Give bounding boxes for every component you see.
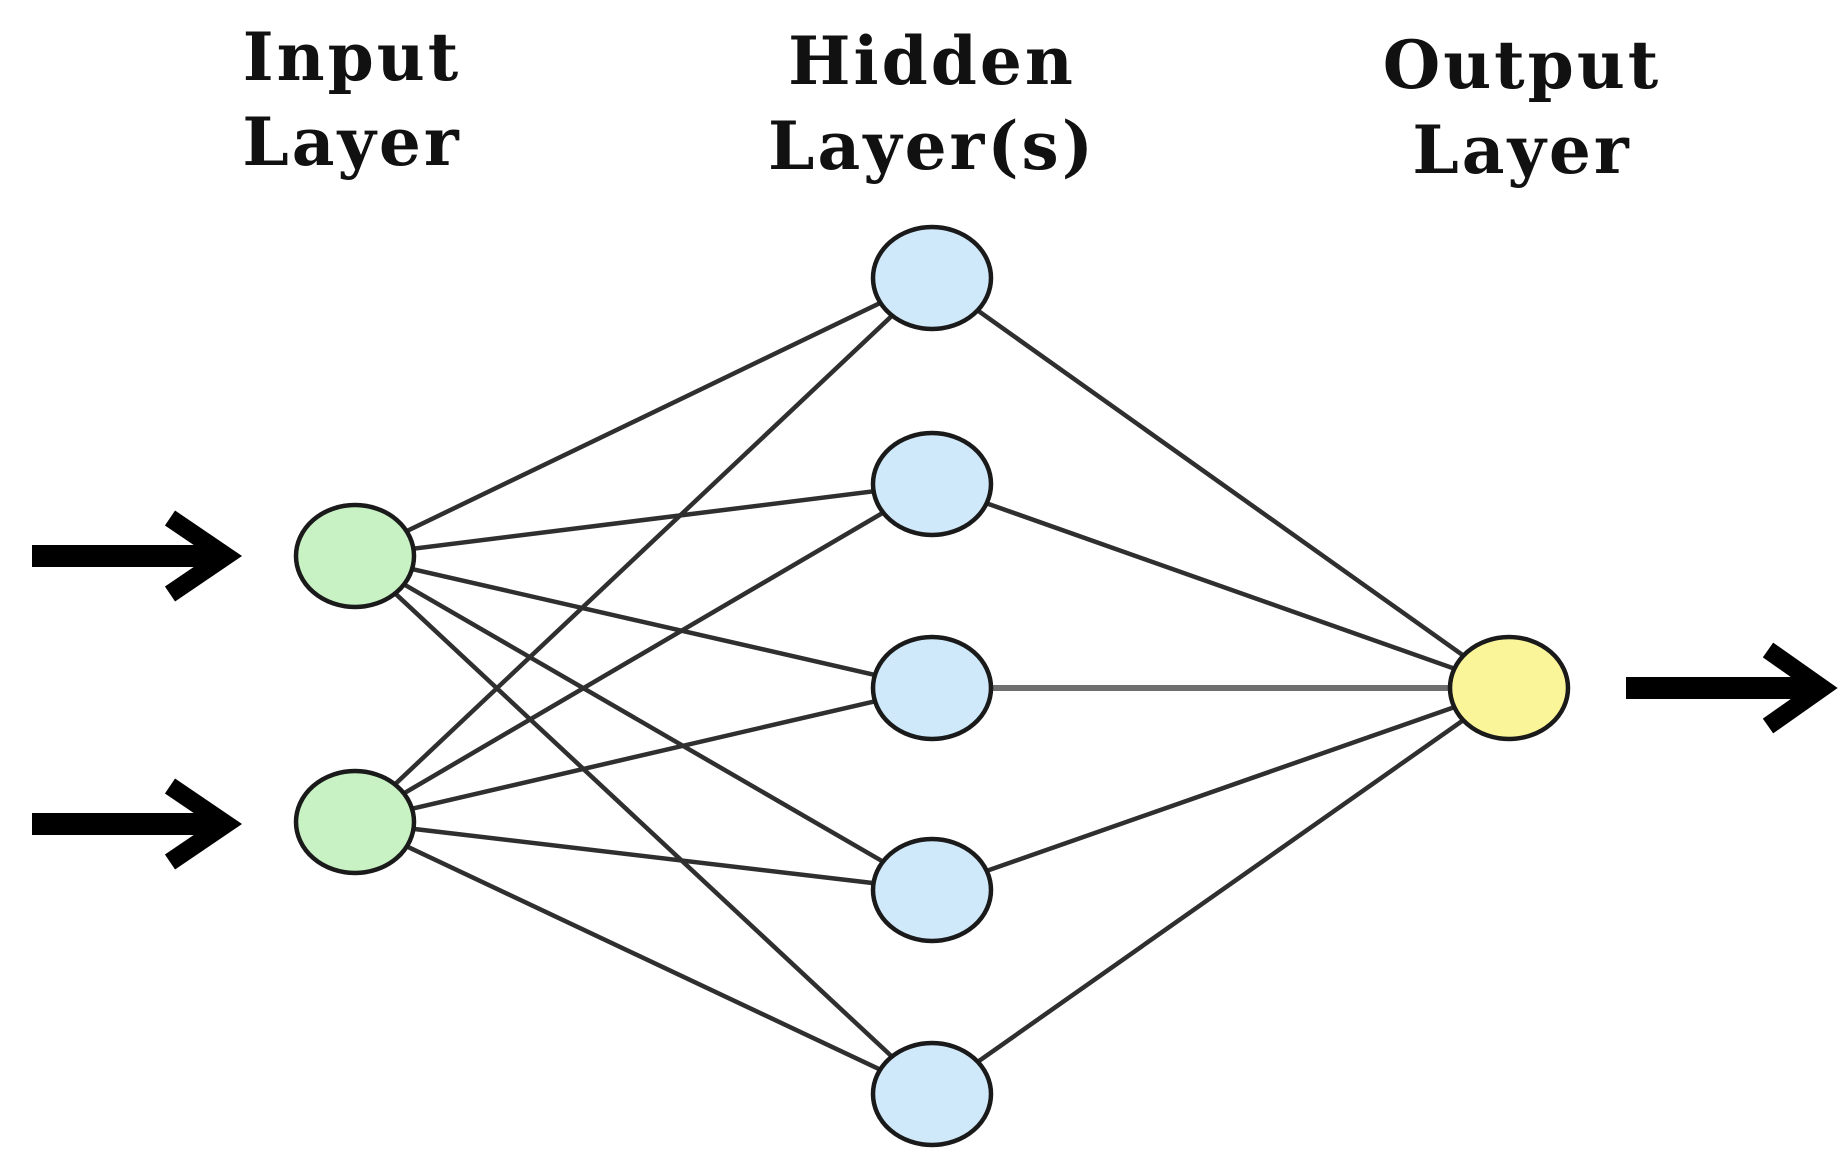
input-layer-title-line2: Layer [242,103,461,181]
output-node-1 [1447,634,1571,742]
edge-input-1-to-hidden-3 [352,553,935,691]
edge-input-2-to-hidden-1 [352,275,935,825]
hidden-node-2 [870,430,994,538]
output-layer-title-line1: Output [1383,26,1662,104]
edge-input-2-to-hidden-3 [352,685,935,825]
input-arrow-1 [32,510,243,602]
edge-input-2-to-hidden-4 [352,819,935,893]
hidden-layer-title-line2: Layer(s) [768,107,1096,185]
hidden-node-4 [870,836,994,944]
hidden-node-5 [870,1040,994,1148]
output-layer-title: Output Layer [1383,26,1662,189]
input-layer-title: Input Layer [242,18,461,181]
edge-input-1-to-hidden-2 [352,481,935,559]
edge-input-1-to-hidden-5 [352,553,935,1097]
network-nodes [293,224,1571,1148]
input-node-2 [293,768,417,876]
input-layer-title-line1: Input [243,18,461,96]
hidden-node-3 [870,634,994,742]
edge-input-1-to-hidden-1 [352,275,935,559]
output-arrow [1626,642,1838,734]
edge-hidden-2-to-output-1 [929,481,1512,691]
hidden-layer-title: Hidden Layer(s) [768,22,1096,185]
edge-input-2-to-hidden-2 [352,481,935,825]
input-node-1 [293,502,417,610]
output-layer-title-line2: Layer [1412,111,1631,189]
connection-edges [352,275,1512,1097]
edge-hidden-5-to-output-1 [929,685,1512,1097]
edge-hidden-4-to-output-1 [929,685,1512,893]
edge-input-2-to-hidden-5 [352,819,935,1097]
hidden-node-1 [870,224,994,332]
edge-input-1-to-hidden-4 [352,553,935,893]
input-arrow-2 [32,778,243,870]
edge-hidden-1-to-output-1 [929,275,1512,691]
hidden-layer-title-line1: Hidden [788,22,1076,100]
